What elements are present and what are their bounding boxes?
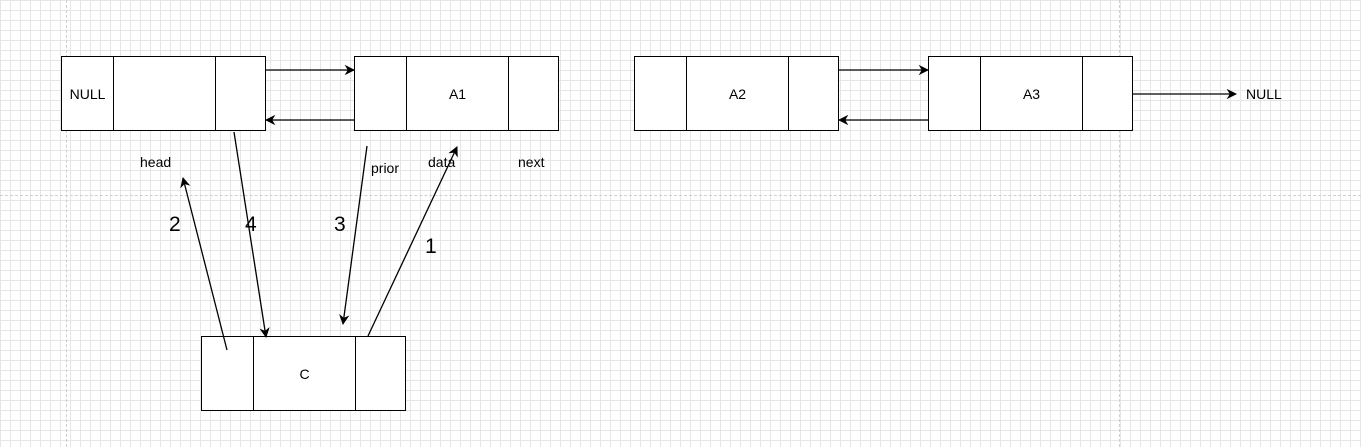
tail-null-label: NULL <box>1246 86 1282 102</box>
node-a1: A1 <box>354 56 559 131</box>
guide-line-horizontal <box>0 195 1361 196</box>
head-label: head <box>140 154 172 170</box>
arrow-step-4 <box>233 131 270 339</box>
node-a3: A3 <box>928 56 1133 131</box>
step-number-2: 2 <box>169 213 181 236</box>
step-number-1: 1 <box>425 235 437 258</box>
arrow-step-3 <box>339 145 368 326</box>
node-a3-data-cell: A3 <box>980 57 1082 130</box>
node-a1-data-cell: A1 <box>406 57 508 130</box>
arrow-step-1 <box>367 146 458 337</box>
node-a1-next-cell <box>508 57 558 130</box>
node-a2: A2 <box>634 56 839 131</box>
node-a2-next-cell <box>788 57 838 130</box>
head-node: NULL <box>61 56 266 131</box>
node-c-next-cell <box>355 337 405 410</box>
arrow-step-2 <box>180 176 228 351</box>
guide-line-vertical-right <box>1119 0 1120 447</box>
guide-line-vertical-left <box>66 0 67 447</box>
step-number-4: 4 <box>245 213 257 236</box>
prior-label: prior <box>371 160 400 176</box>
head-node-prior-cell: NULL <box>69 85 106 102</box>
node-a2-data-cell: A2 <box>686 57 788 130</box>
node-a3-next-cell <box>1082 57 1132 130</box>
node-c: C <box>201 336 406 411</box>
next-label: next <box>518 154 545 170</box>
head-node-next-cell <box>215 57 265 130</box>
head-node-data-cell <box>113 57 215 130</box>
node-c-data-cell: C <box>253 337 355 410</box>
step-number-3: 3 <box>334 213 346 236</box>
